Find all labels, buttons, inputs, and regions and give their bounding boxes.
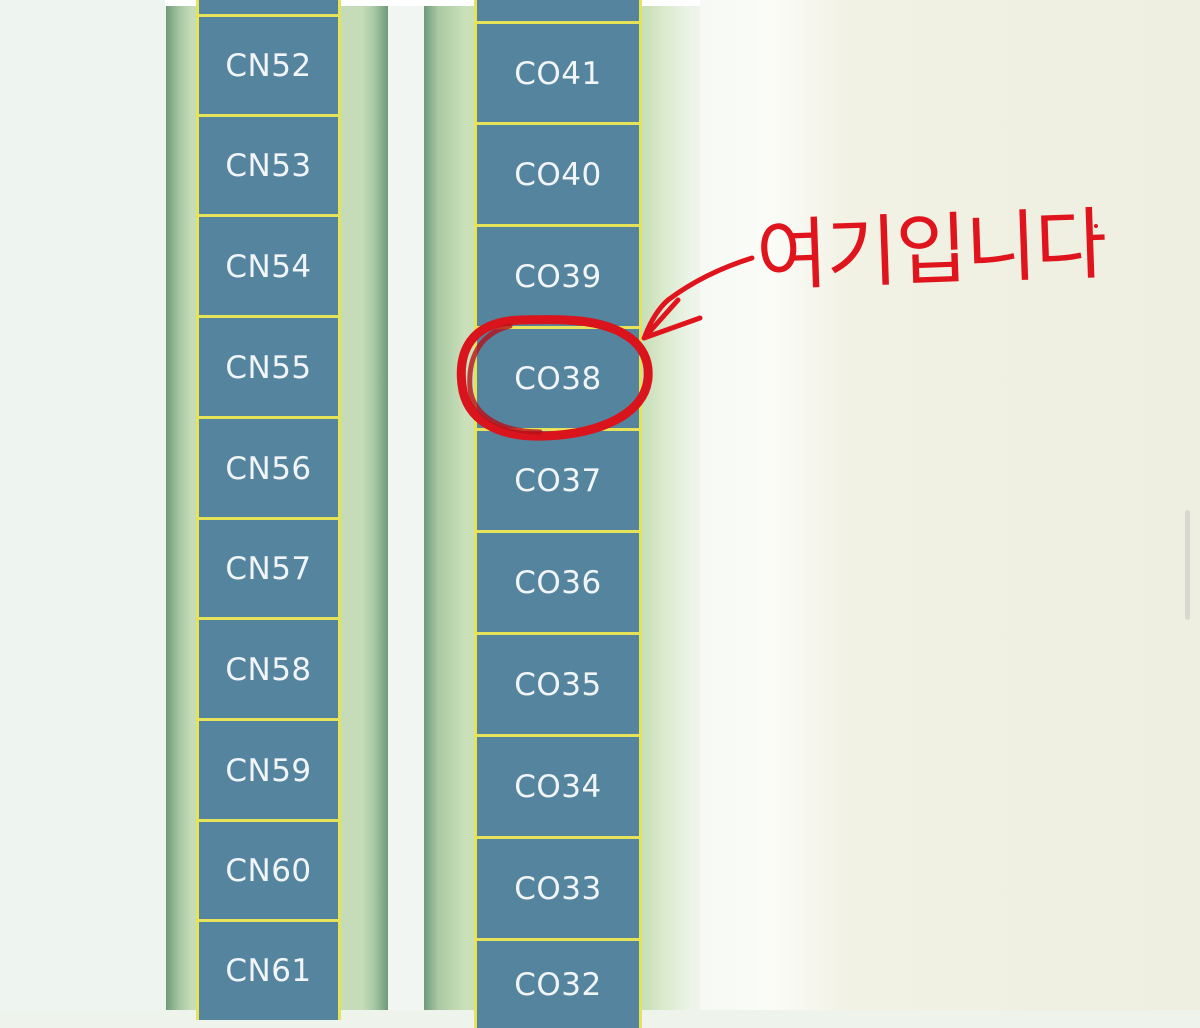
slot-co35[interactable]: CO35 xyxy=(474,632,642,735)
slot-cn53[interactable]: CN53 xyxy=(196,114,341,215)
slot-partial xyxy=(474,0,642,22)
scrollbar-thumb[interactable] xyxy=(1185,510,1190,620)
slot-cn59[interactable]: CN59 xyxy=(196,718,341,820)
background-right xyxy=(700,0,1200,1010)
slot-cn52[interactable]: CN52 xyxy=(196,14,341,115)
slot-cn55[interactable]: CN55 xyxy=(196,315,341,417)
slot-cn61[interactable]: CN61 xyxy=(196,919,341,1020)
highlight-circle-stroke2 xyxy=(467,323,543,435)
slot-cn58[interactable]: CN58 xyxy=(196,617,341,719)
slot-co36[interactable]: CO36 xyxy=(474,530,642,633)
co-slot-column: CO41 CO40 CO39 CO38 CO37 CO36 CO35 CO34 … xyxy=(474,0,642,1028)
slot-co34[interactable]: CO34 xyxy=(474,734,642,837)
slot-co33[interactable]: CO33 xyxy=(474,836,642,939)
slot-cn56[interactable]: CN56 xyxy=(196,416,341,518)
background-left xyxy=(0,0,165,1010)
slot-cn57[interactable]: CN57 xyxy=(196,517,341,618)
cn-slot-column: CN52 CN53 CN54 CN55 CN56 CN57 CN58 CN59 … xyxy=(196,0,341,1020)
slot-co38[interactable]: CO38 xyxy=(474,326,642,429)
slot-co39[interactable]: CO39 xyxy=(474,224,642,327)
slot-cn54[interactable]: CN54 xyxy=(196,214,341,316)
slot-co40[interactable]: CO40 xyxy=(474,122,642,225)
arrow-shaft xyxy=(642,255,755,339)
slot-cn60[interactable]: CN60 xyxy=(196,819,341,920)
arrow-head xyxy=(641,297,703,341)
slot-partial xyxy=(196,0,341,14)
annotation-dot xyxy=(1094,224,1098,228)
annotation-text: 여기입니다 xyxy=(754,199,1107,303)
rail-divider xyxy=(388,6,424,1010)
highlight-circle xyxy=(456,315,653,441)
slot-co37[interactable]: CO37 xyxy=(474,428,642,531)
slot-co41[interactable]: CO41 xyxy=(474,21,642,123)
